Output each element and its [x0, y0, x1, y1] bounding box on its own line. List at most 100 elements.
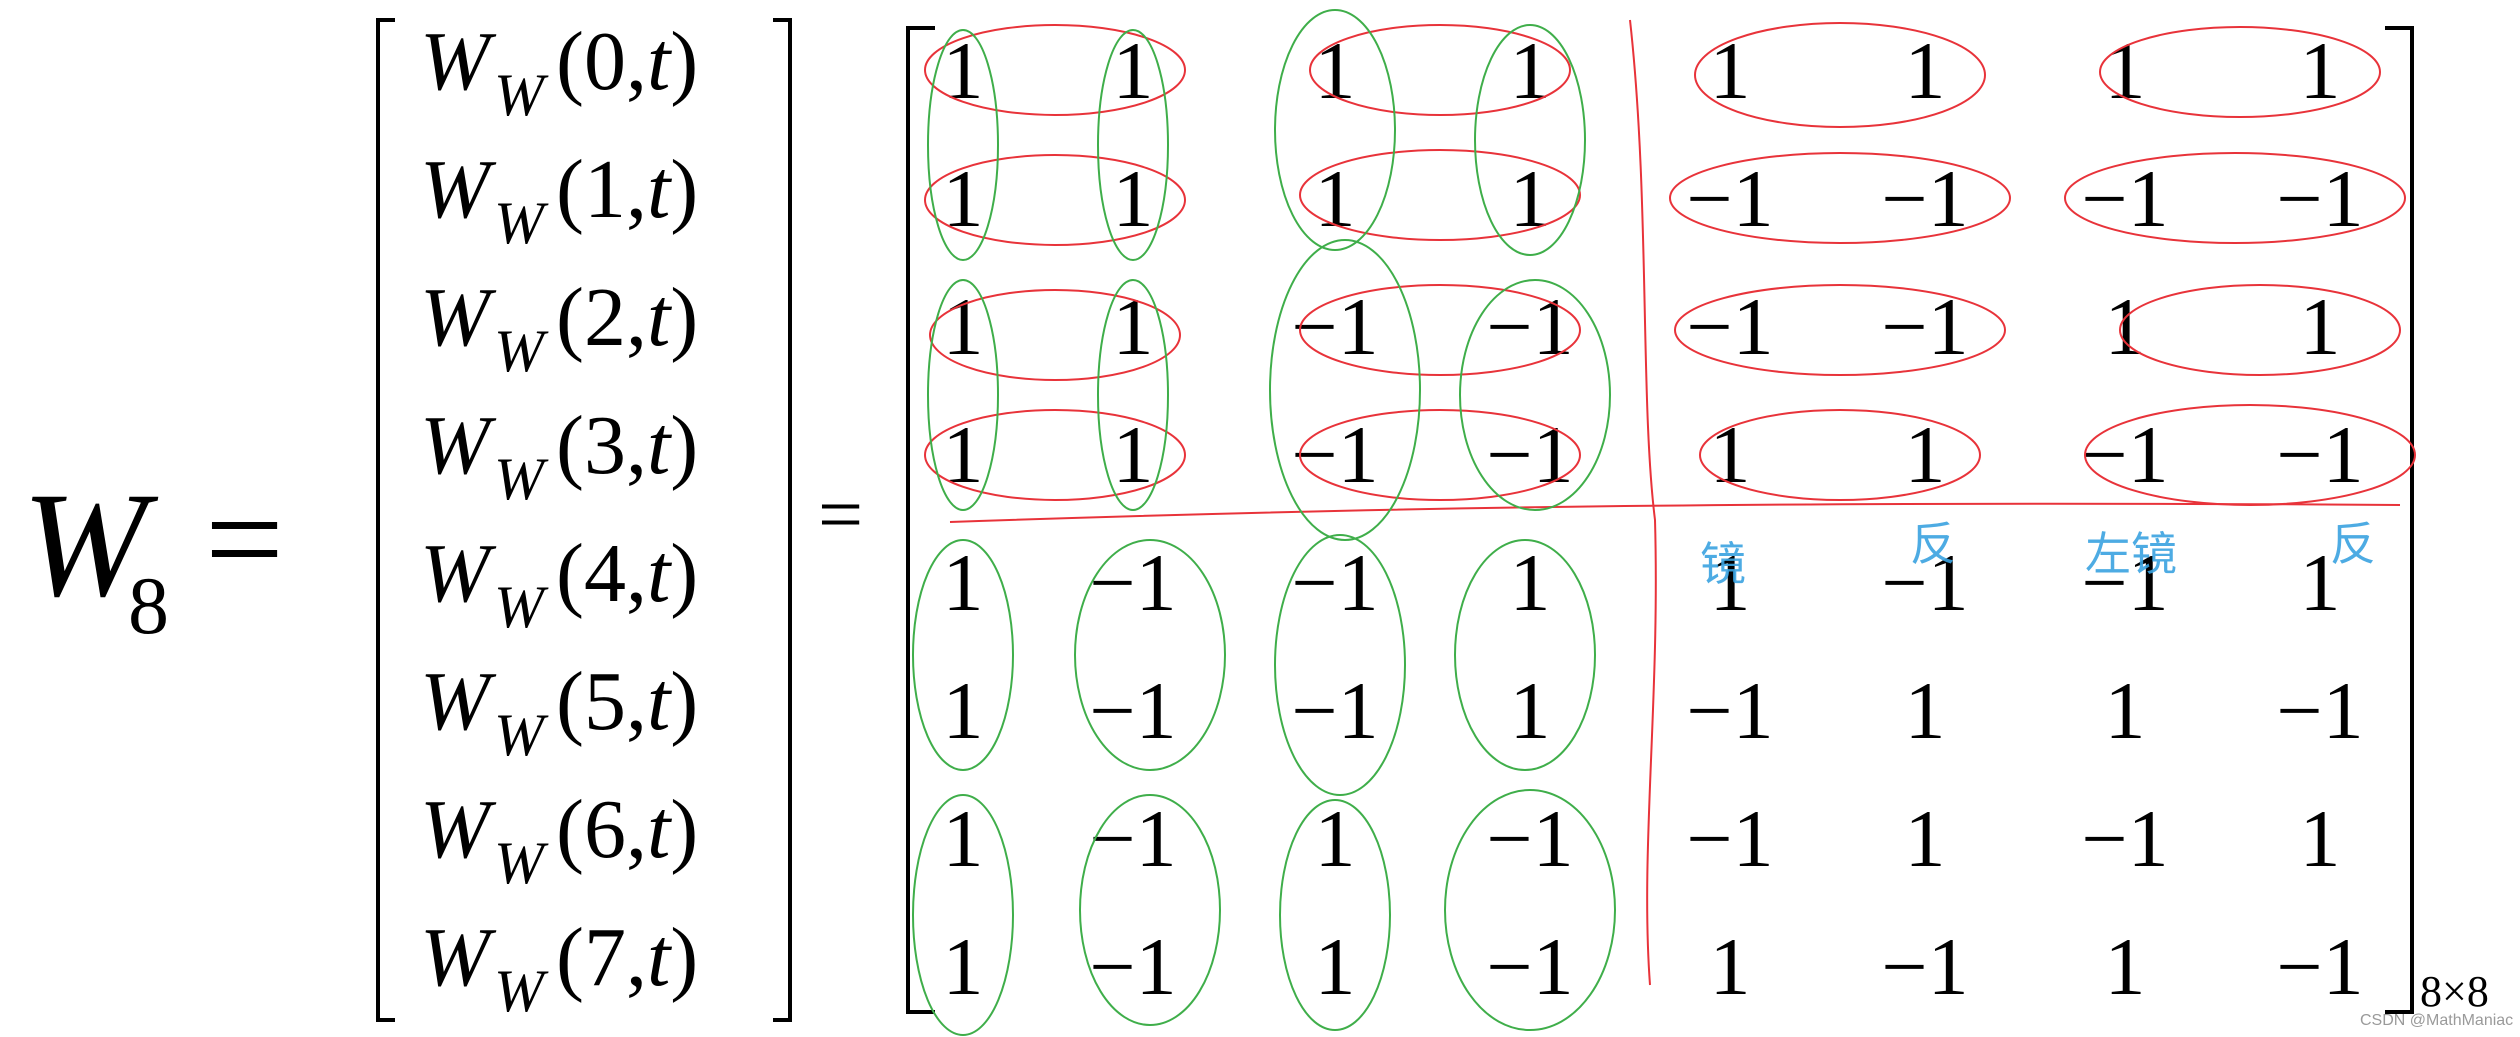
red-ellipse: [1669, 152, 2011, 244]
matrix-right-bracket: [2385, 26, 2414, 1014]
matrix-cell: −1: [1486, 793, 1574, 884]
matrix-cell: 1: [2299, 793, 2341, 884]
vector-entry: WW(1,t): [420, 148, 698, 254]
matrix-cell: 1: [1904, 793, 1946, 884]
red-ellipse: [2119, 284, 2401, 376]
red-ellipse: [1309, 24, 1571, 116]
blue-note: 镜: [1700, 537, 1746, 591]
matrix-cell: 1: [942, 921, 984, 1012]
row-var: t: [646, 399, 671, 492]
matrix-cell: −1: [2276, 409, 2364, 500]
green-ellipse: [927, 29, 999, 261]
close-paren: ): [670, 15, 699, 108]
vector-entry: WW(4,t): [420, 532, 698, 638]
vector-left-bracket: [376, 18, 395, 1022]
red-ellipse: [924, 154, 1186, 246]
func-subscript: W: [493, 958, 544, 1024]
comma: ,: [625, 399, 647, 492]
func-symbol: W: [420, 655, 490, 748]
comma: ,: [625, 15, 647, 108]
matrix-cell: −1: [1291, 281, 1379, 372]
green-ellipse: [912, 539, 1014, 771]
vector-entry: WW(2,t): [420, 276, 698, 382]
comma: ,: [625, 783, 647, 876]
matrix-cell: −1: [1881, 921, 1969, 1012]
vector-right-bracket: [773, 18, 792, 1022]
matrix-cell: 1: [1709, 25, 1751, 116]
matrix-cell: 1: [942, 793, 984, 884]
close-paren: ): [670, 783, 699, 876]
w8-subscript: 8: [128, 560, 169, 651]
green-ellipse: [1444, 789, 1616, 1031]
vector-entry: WW(3,t): [420, 404, 698, 510]
matrix-cell: −1: [2081, 793, 2169, 884]
red-ellipse: [2099, 26, 2381, 118]
green-ellipse: [1079, 794, 1221, 1026]
matrix-cell: 1: [1509, 665, 1551, 756]
row-var: t: [646, 655, 671, 748]
green-ellipse: [1474, 24, 1586, 256]
red-ellipse: [1299, 149, 1581, 241]
matrix-cell: −1: [1881, 281, 1969, 372]
comma: ,: [625, 655, 647, 748]
func-symbol: W: [420, 783, 490, 876]
matrix-cell: −1: [1089, 793, 1177, 884]
matrix-cell: 1: [1112, 153, 1154, 244]
matrix-left-bracket: [906, 26, 935, 1014]
matrix-cell: 1: [2299, 25, 2341, 116]
matrix-cell: −1: [1881, 537, 1969, 628]
vector-entry: WW(0,t): [420, 20, 698, 126]
func-symbol: W: [420, 399, 490, 492]
equals-sign-left: =: [205, 462, 284, 617]
green-ellipse: [1074, 539, 1226, 771]
red-ellipse: [1299, 284, 1581, 376]
vector-entry: WW(6,t): [420, 788, 698, 894]
red-ellipse: [1699, 409, 1981, 501]
func-subscript: W: [493, 574, 544, 640]
func-subscript: W: [493, 190, 544, 256]
red-ellipse: [1299, 409, 1581, 501]
comma: ,: [625, 271, 647, 364]
matrix-cell: −1: [1686, 665, 1774, 756]
matrix-cell: 1: [1112, 25, 1154, 116]
green-ellipse: [927, 279, 999, 511]
vector-entry: WW(7,t): [420, 916, 698, 1022]
matrix-cell: −1: [1291, 409, 1379, 500]
row-index: 2: [583, 271, 626, 364]
matrix-cell: −1: [1686, 793, 1774, 884]
open-paren: (: [555, 911, 584, 1004]
red-divider-horizontal: [949, 502, 2401, 523]
matrix-cell: −1: [1486, 921, 1574, 1012]
row-var: t: [646, 271, 671, 364]
matrix-cell: −1: [2081, 409, 2169, 500]
vector-entry: WW(5,t): [420, 660, 698, 766]
matrix-dimension-label: 8×8: [2420, 967, 2489, 1016]
red-ellipse: [1674, 284, 2006, 376]
matrix-cell: −1: [1089, 921, 1177, 1012]
matrix-cell: 1: [2299, 537, 2341, 628]
matrix-cell: 1: [1112, 409, 1154, 500]
func-subscript: W: [493, 830, 544, 896]
green-ellipse: [1459, 279, 1611, 511]
open-paren: (: [555, 527, 584, 620]
func-subscript: W: [493, 318, 544, 384]
row-var: t: [646, 143, 671, 236]
matrix-cell: 1: [1709, 537, 1751, 628]
red-ellipse: [1694, 22, 1986, 128]
row-var: t: [646, 783, 671, 876]
func-symbol: W: [420, 271, 490, 364]
green-ellipse: [1097, 29, 1169, 261]
matrix-cell: −1: [2081, 537, 2169, 628]
w8-symbol: W: [22, 462, 147, 628]
open-paren: (: [555, 655, 584, 748]
matrix-cell: −1: [1881, 153, 1969, 244]
matrix-cell: 1: [2104, 665, 2146, 756]
func-subscript: W: [493, 446, 544, 512]
row-index: 4: [583, 527, 626, 620]
func-subscript: W: [493, 62, 544, 128]
matrix-cell: 1: [2299, 281, 2341, 372]
matrix-cell: −1: [2276, 665, 2364, 756]
matrix-cell: −1: [2276, 921, 2364, 1012]
open-paren: (: [555, 15, 584, 108]
